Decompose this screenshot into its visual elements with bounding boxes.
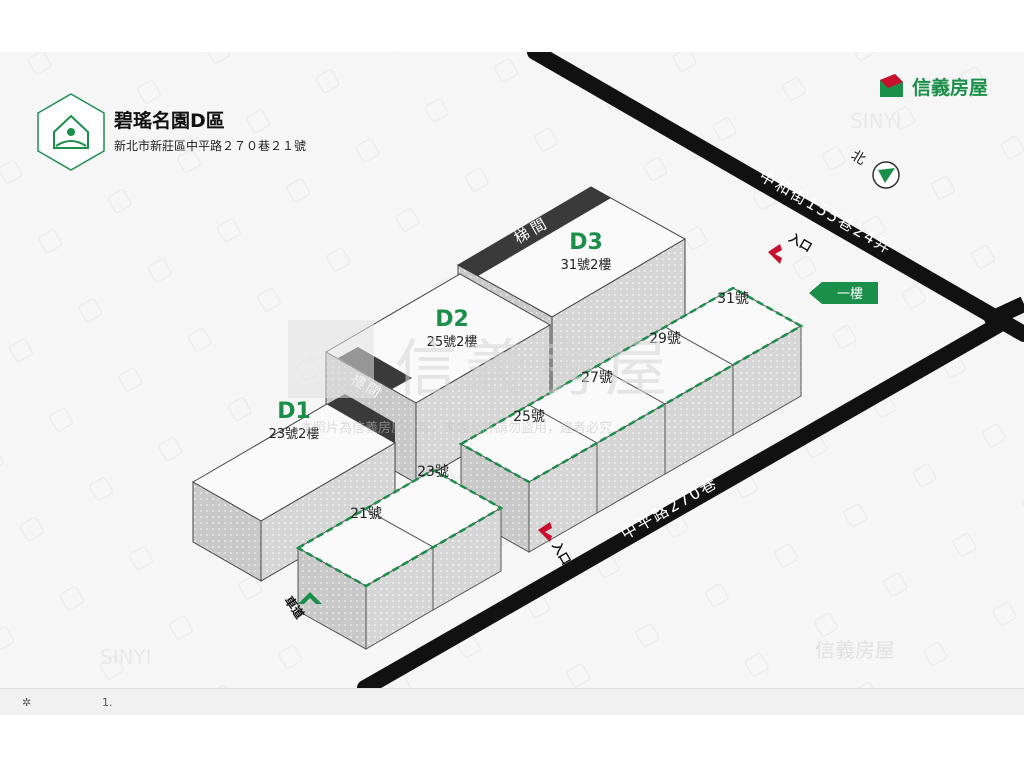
floor-plan-canvas: 中和街155巷24弄 中平路270巷 梯間 D3 31號2樓 D2 25號2樓 … xyxy=(0,52,1024,688)
unit-25: 25號 xyxy=(513,409,545,425)
compass: 北 xyxy=(848,148,900,189)
ground-floor-outline-right xyxy=(458,286,804,484)
watermark-center: 信義房屋 xyxy=(395,332,675,405)
building-code-d2: D2 xyxy=(435,307,469,332)
ground-floor-tag: 一樓 xyxy=(809,282,878,304)
road-junction xyxy=(981,296,1024,330)
unit-23: 23號 xyxy=(417,464,449,480)
unit-21: 21號 xyxy=(350,506,382,522)
watermark-sinyi-1: SINYI xyxy=(850,109,902,133)
watermark-notice: 本照片為信義房屋所有，未經允許請勿盜用，違者必究 xyxy=(300,420,612,436)
page-address: 新北市新莊區中平路２７０巷２１號 xyxy=(114,138,306,153)
stairwell-d3 xyxy=(458,187,611,276)
ground-floor-tag-label: 一樓 xyxy=(837,287,863,302)
unit-27: 27號 xyxy=(581,370,613,386)
ground-floor-row-front xyxy=(295,468,504,650)
building-code-d3: D3 xyxy=(569,230,603,255)
community-logo xyxy=(37,93,105,171)
brand-name: 信義房屋 xyxy=(912,76,988,99)
page-title: 碧瑤名園D區 xyxy=(113,109,225,132)
building-floor-d1: 23號2樓 xyxy=(269,427,320,442)
slide-footer: ✲ 1. xyxy=(0,688,1024,715)
brand-logo-icon xyxy=(880,74,903,97)
unit-31: 31號 xyxy=(717,291,749,307)
road-upper xyxy=(527,52,1024,342)
top-margin xyxy=(0,0,1024,52)
watermark: 信義房屋 本照片為信義房屋所有，未經允許請勿盜用，違者必究 SINYI SINY… xyxy=(100,109,902,669)
building-code-d1: D1 xyxy=(277,399,311,424)
stairwell-d1 xyxy=(327,394,395,443)
bottom-margin xyxy=(0,715,1024,768)
road-lower xyxy=(357,316,1008,688)
compass-label: 北 xyxy=(848,148,868,169)
unit-29: 29號 xyxy=(649,331,681,347)
watermark-bottom-right: 信義房屋 xyxy=(815,638,895,662)
footer-mark: ✲ xyxy=(22,696,32,709)
ground-floor-row xyxy=(458,286,804,553)
building-floor-d3: 31號2樓 xyxy=(561,258,612,273)
footer-page-number: 1. xyxy=(102,696,113,709)
watermark-sinyi-2: SINYI xyxy=(100,645,152,669)
building-floor-d2: 25號2樓 xyxy=(427,335,478,350)
ground-floor-outline-left xyxy=(295,468,504,588)
